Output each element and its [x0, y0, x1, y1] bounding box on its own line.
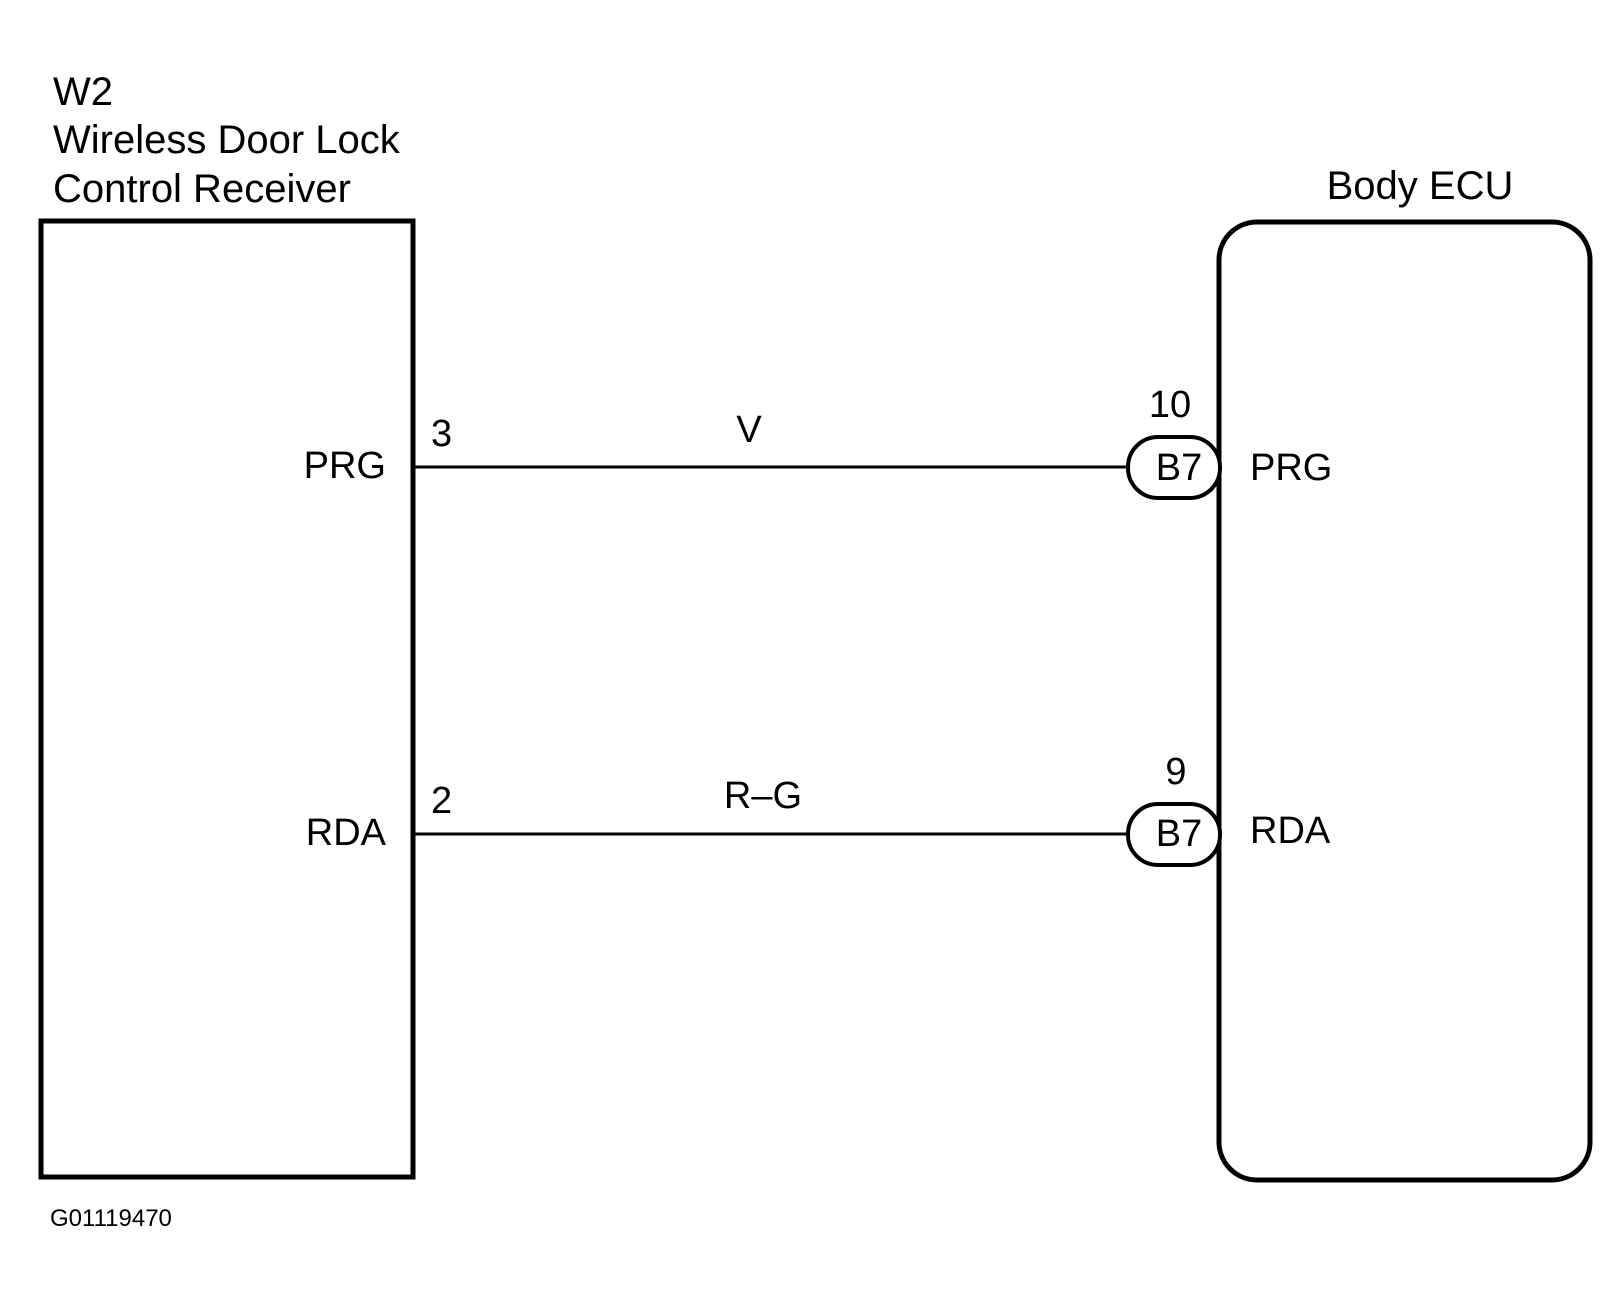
wire-rda-color: R–G [724, 775, 802, 817]
w2-receiver: W2 Wireless Door Lock Control Receiver P… [38, 70, 452, 1180]
ecu-rda-pin: 9 [1165, 751, 1186, 793]
figure-id: G01119470 [50, 1205, 172, 1232]
body-ecu: Body ECU 10 B7 PRG 9 B7 RDA [1126, 164, 1593, 1183]
w2-prg-signal: PRG [304, 445, 386, 487]
ecu-rda-connector: B7 [1156, 813, 1202, 855]
w2-code: W2 [53, 70, 113, 114]
ecu-prg-connector: B7 [1156, 447, 1202, 489]
w2-rda-signal: RDA [306, 812, 387, 854]
ecu-box [1216, 219, 1593, 1183]
ecu-prg-signal: PRG [1250, 447, 1332, 489]
w2-name-line2: Control Receiver [53, 167, 351, 211]
w2-name-line1: Wireless Door Lock [53, 118, 401, 162]
ecu-rda-connector-badge [1126, 802, 1222, 867]
wire-prg-color: V [736, 409, 762, 451]
w2-rda-pin: 2 [431, 780, 452, 822]
w2-receiver-box [38, 218, 416, 1180]
w2-prg-pin: 3 [431, 413, 452, 455]
wire-prg: V [413, 409, 1128, 469]
ecu-prg-connector-badge [1126, 435, 1222, 500]
ecu-name: Body ECU [1327, 164, 1514, 208]
wire-rda: R–G [413, 775, 1128, 836]
ecu-prg-pin: 10 [1149, 384, 1191, 426]
ecu-rda-signal: RDA [1250, 810, 1331, 852]
